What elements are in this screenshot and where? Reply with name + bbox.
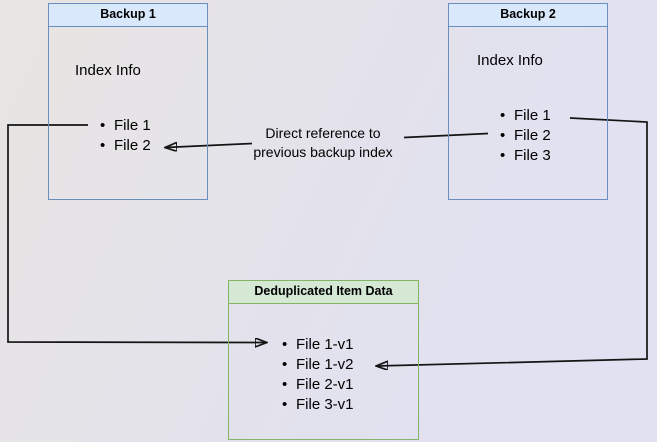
list-item: File 1	[500, 106, 551, 126]
direct-reference-label-line2: previous backup index	[253, 144, 393, 160]
direct-reference-label-line1: Direct reference to	[265, 125, 381, 141]
backup1-box: Backup 1 Index Info File 1 File 2	[48, 3, 208, 200]
backup2-title: Backup 2	[449, 4, 607, 27]
list-item: File 2	[100, 136, 151, 156]
backup1-file-list: File 1 File 2	[100, 116, 151, 156]
backup1-title: Backup 1	[49, 4, 207, 27]
list-item: File 1-v1	[282, 335, 354, 355]
backup2-index-info-label: Index Info	[477, 52, 543, 69]
list-item: File 1-v2	[282, 355, 354, 375]
direct-reference-label: Direct reference to previous backup inde…	[213, 124, 433, 162]
list-item: File 1	[100, 116, 151, 136]
backup1-index-info-label: Index Info	[75, 62, 141, 79]
list-item: File 3	[500, 146, 551, 166]
backup2-file-list: File 1 File 2 File 3	[500, 106, 551, 166]
list-item: File 3-v1	[282, 395, 354, 415]
dedup-file-list: File 1-v1 File 1-v2 File 2-v1 File 3-v1	[282, 335, 354, 415]
list-item: File 2	[500, 126, 551, 146]
list-item: File 2-v1	[282, 375, 354, 395]
deduplicated-item-data-box: Deduplicated Item Data File 1-v1 File 1-…	[228, 280, 419, 440]
dedup-title: Deduplicated Item Data	[229, 281, 418, 304]
backup2-box: Backup 2 Index Info File 1 File 2 File 3	[448, 3, 608, 200]
